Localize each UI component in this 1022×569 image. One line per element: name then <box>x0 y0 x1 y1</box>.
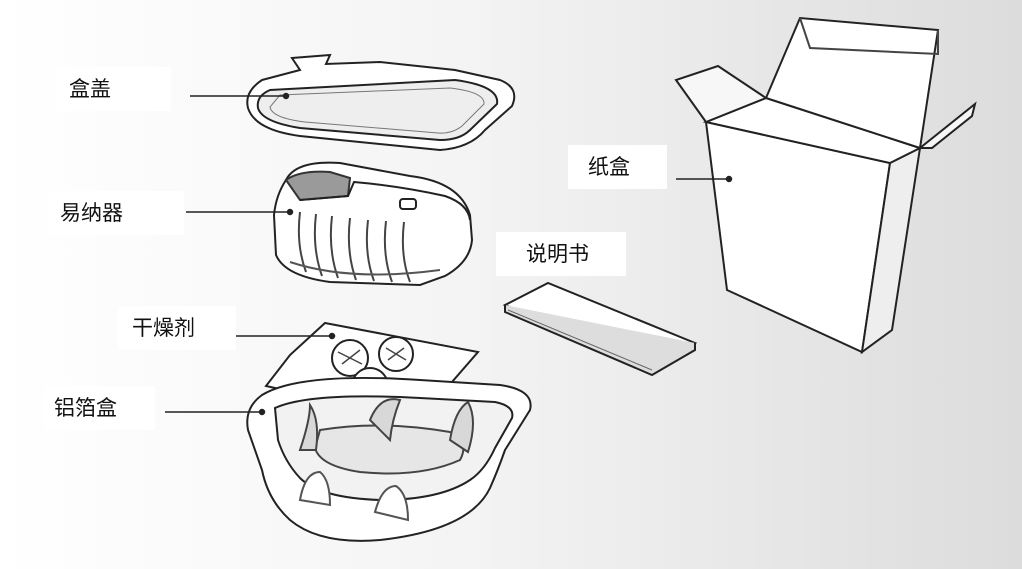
foil-tray-illustration <box>246 376 532 542</box>
label-desiccant: 干燥剂 <box>118 306 236 350</box>
label-lid: 盒盖 <box>55 67 171 111</box>
label-leaflet: 说明书 <box>496 232 626 276</box>
label-carton: 纸盒 <box>568 145 667 189</box>
lid-illustration <box>246 53 516 152</box>
label-foil-tray: 铝箔盒 <box>44 386 155 430</box>
leader-lines <box>165 92 733 416</box>
inhaler-illustration <box>272 161 474 287</box>
leaflet-illustration <box>502 281 698 377</box>
label-inhaler: 易纳器 <box>48 191 184 235</box>
carton-illustration <box>674 16 977 355</box>
